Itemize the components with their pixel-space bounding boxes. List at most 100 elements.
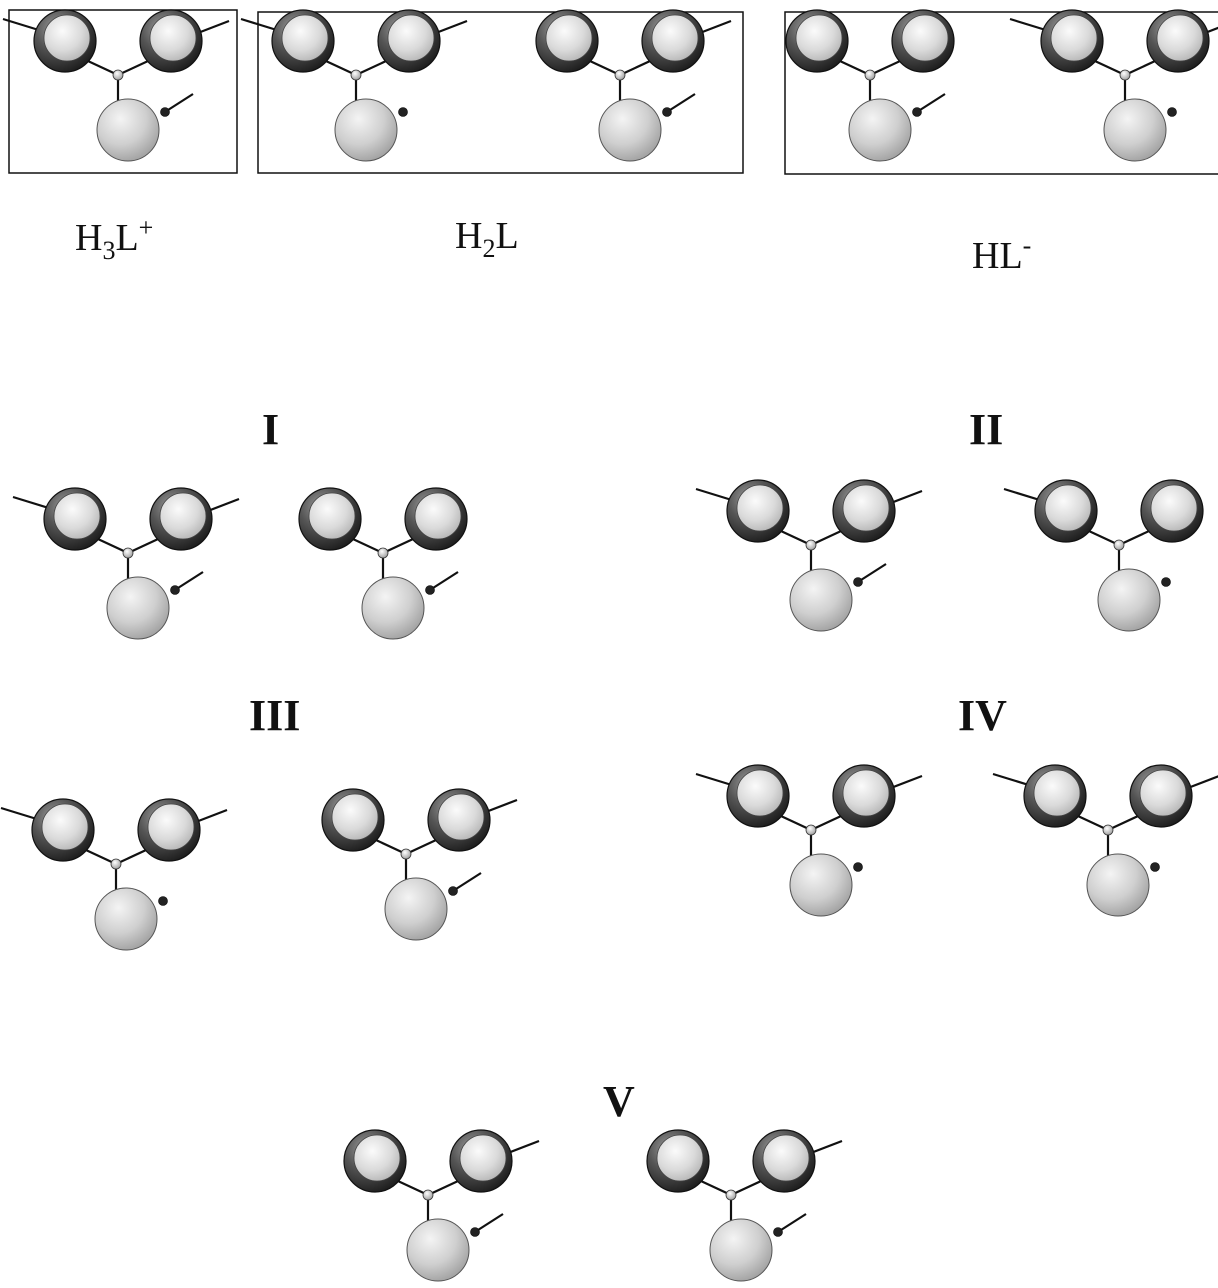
molecule-9 (1003, 479, 1204, 632)
molecule-15 (646, 1129, 843, 1282)
molecule-10 (0, 798, 228, 951)
oxygen-light-sphere (96, 98, 160, 162)
oh-bond-line (780, 1213, 807, 1231)
oxygen-cap (308, 492, 356, 540)
oxygen-cap (545, 14, 593, 62)
central-atom (725, 1189, 737, 1201)
oxygen-light-sphere (406, 1218, 470, 1282)
molecule-11 (321, 788, 518, 941)
oxygen-cap (41, 803, 89, 851)
hydrogen-atom (160, 107, 170, 117)
molecule-13 (992, 764, 1218, 917)
central-atom (805, 824, 817, 836)
oh-bond-line (177, 571, 204, 589)
oxygen-light-sphere (384, 877, 448, 941)
central-atom (864, 69, 876, 81)
group-label-i: I (262, 405, 279, 454)
central-atom (377, 547, 389, 559)
central-atom (1119, 69, 1131, 81)
oxygen-cap (459, 1134, 507, 1182)
oh-bond-line (455, 872, 482, 890)
oxygen-light-sphere (789, 568, 853, 632)
hydrogen-atom (448, 886, 458, 896)
panel-frame-h3l (8, 9, 238, 174)
central-atom (400, 848, 412, 860)
oxygen-cap (1050, 14, 1098, 62)
species-label-hl: HL- (972, 231, 1031, 277)
molecule-14 (343, 1129, 540, 1282)
group-label-iv: IV (958, 691, 1007, 740)
oxygen-cap (651, 14, 699, 62)
molecule-8 (695, 479, 923, 632)
molecule-2 (240, 9, 468, 162)
central-atom (1102, 824, 1114, 836)
hydrogen-atom (912, 107, 922, 117)
central-atom (1113, 539, 1125, 551)
oxygen-cap (656, 1134, 704, 1182)
molecule-3 (535, 9, 732, 162)
central-atom (112, 69, 124, 81)
hydrogen-atom (398, 107, 408, 117)
central-atom (350, 69, 362, 81)
oxygen-cap (842, 769, 890, 817)
group-label-iii: III (249, 691, 300, 740)
oh-bond-line (432, 571, 459, 589)
central-atom (614, 69, 626, 81)
oxygen-cap (414, 492, 462, 540)
oxygen-light-sphere (848, 98, 912, 162)
oh-bond-line (860, 563, 887, 581)
oxygen-cap (281, 14, 329, 62)
central-atom (110, 858, 122, 870)
hydrogen-atom (158, 896, 168, 906)
oxygen-cap (387, 14, 435, 62)
group-label-v: V (603, 1077, 635, 1126)
oxygen-cap (331, 793, 379, 841)
oxygen-cap (147, 803, 195, 851)
oxygen-light-sphere (789, 853, 853, 917)
molecule-5 (1009, 9, 1218, 162)
oxygen-cap (1044, 484, 1092, 532)
hydrogen-atom (425, 585, 435, 595)
central-atom (805, 539, 817, 551)
oh-bond-line (477, 1213, 504, 1231)
hydrogen-atom (853, 862, 863, 872)
oxygen-light-sphere (598, 98, 662, 162)
oxygen-cap (1150, 484, 1198, 532)
oh-bond-line (669, 93, 696, 111)
hydrogen-atom (853, 577, 863, 587)
oxygen-light-sphere (1103, 98, 1167, 162)
hydrogen-atom (1167, 107, 1177, 117)
group-label-ii: II (969, 405, 1003, 454)
oxygen-cap (762, 1134, 810, 1182)
molecule-12 (695, 764, 923, 917)
oxygen-light-sphere (334, 98, 398, 162)
oxygen-cap (736, 484, 784, 532)
oh-bond-line (167, 93, 194, 111)
oxygen-cap (353, 1134, 401, 1182)
hydrogen-atom (773, 1227, 783, 1237)
oxygen-cap (1156, 14, 1204, 62)
oxygen-cap (736, 769, 784, 817)
oxygen-cap (53, 492, 101, 540)
oxygen-cap (842, 484, 890, 532)
molecule-4 (785, 9, 955, 162)
molecule-6 (12, 487, 240, 640)
oxygen-light-sphere (1086, 853, 1150, 917)
oxygen-cap (149, 14, 197, 62)
hydrogen-atom (1150, 862, 1160, 872)
hydrogen-atom (662, 107, 672, 117)
oxygen-light-sphere (94, 887, 158, 951)
molecule-1 (2, 9, 230, 162)
molecule-7 (298, 487, 468, 640)
species-label-h3l: H3L+ (75, 213, 153, 265)
hydrogen-atom (170, 585, 180, 595)
oxygen-cap (1139, 769, 1187, 817)
oxygen-cap (795, 14, 843, 62)
oxygen-cap (437, 793, 485, 841)
panel-frame-h2l (257, 11, 744, 174)
panel-frame-hl (784, 11, 1218, 175)
oxygen-light-sphere (709, 1218, 773, 1282)
oxygen-cap (1033, 769, 1081, 817)
oxygen-cap (43, 14, 91, 62)
central-atom (422, 1189, 434, 1201)
